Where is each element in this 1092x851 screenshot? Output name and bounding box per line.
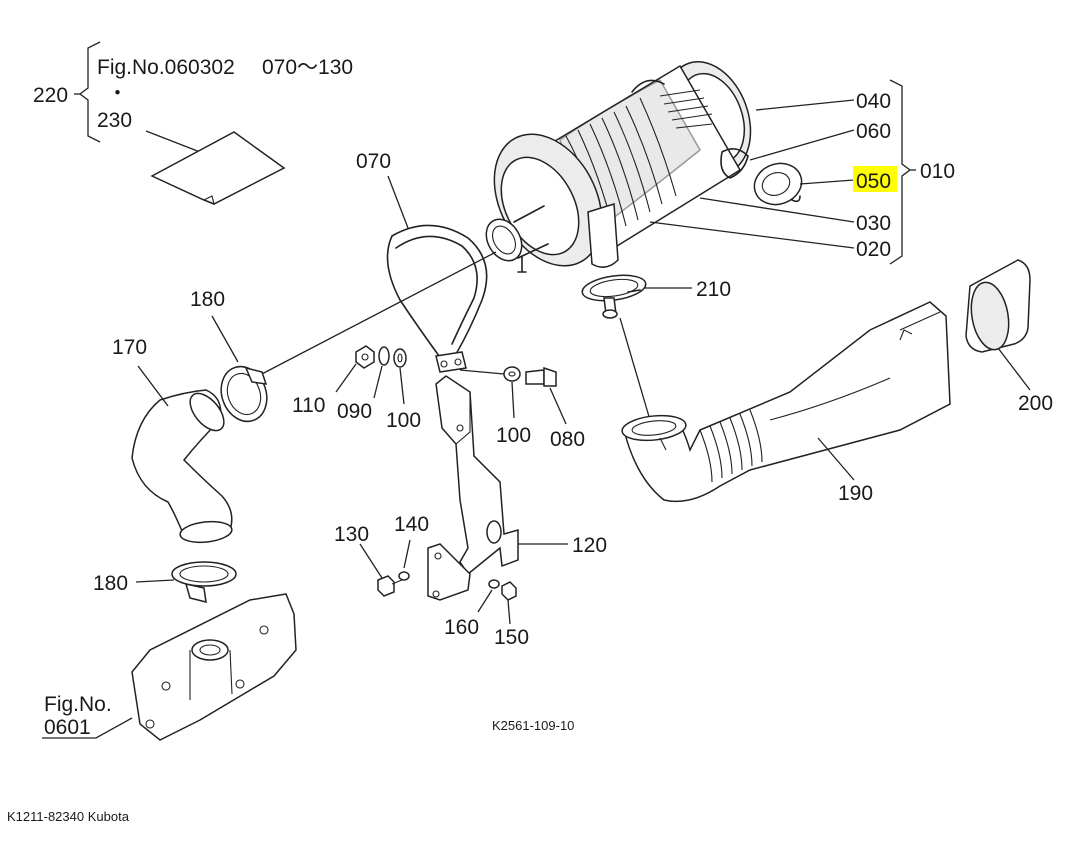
bolt-080[interactable] xyxy=(525,366,557,387)
label-200[interactable]: 200 xyxy=(1018,392,1053,415)
label-140[interactable]: 140 xyxy=(394,513,429,536)
washer-160[interactable] xyxy=(488,579,500,589)
highlight-050 xyxy=(853,166,897,192)
label-060[interactable]: 060 xyxy=(856,120,891,143)
footer-part-number: K1211-82340 Kubota xyxy=(7,809,130,824)
hose-clamp-210[interactable] xyxy=(581,272,648,319)
label-080[interactable]: 080 xyxy=(550,428,585,451)
intake-manifold xyxy=(131,593,297,741)
label-180-a[interactable]: 180 xyxy=(190,288,225,311)
bolt-150[interactable] xyxy=(501,581,517,601)
intake-pipe-190[interactable] xyxy=(621,301,951,503)
fig-ref-range: 070～130 xyxy=(262,56,353,79)
label-100-b[interactable]: 100 xyxy=(496,424,531,447)
fig-ref-060302[interactable]: Fig.No.060302 xyxy=(97,56,235,79)
label-210[interactable]: 210 xyxy=(696,278,731,301)
fig-reference-group: 220 Fig.No.060302 070～130 ・ 230 xyxy=(33,41,353,205)
pipe-cap-200[interactable] xyxy=(965,259,1031,353)
fig-ref-dot: ・ xyxy=(107,82,128,105)
label-190[interactable]: 190 xyxy=(838,482,873,505)
label-020[interactable]: 020 xyxy=(856,238,891,261)
label-040[interactable]: 040 xyxy=(856,90,891,113)
label-070[interactable]: 070 xyxy=(356,150,391,173)
bolt-130[interactable] xyxy=(377,575,403,597)
fig-ref-0601-line1[interactable]: Fig.No. xyxy=(44,693,112,716)
label-090[interactable]: 090 xyxy=(337,400,372,423)
label-220[interactable]: 220 xyxy=(33,84,68,107)
decal-sheet[interactable] xyxy=(150,131,286,205)
washer-100-right[interactable] xyxy=(503,366,521,382)
label-230[interactable]: 230 xyxy=(97,109,132,132)
air-cleaner-assembly[interactable] xyxy=(473,50,766,285)
elbow-hose-170[interactable] xyxy=(131,387,233,544)
fig-ref-0601-line2[interactable]: 0601 xyxy=(44,716,91,739)
label-170[interactable]: 170 xyxy=(112,336,147,359)
drawing-code: K2561-109-10 xyxy=(492,718,574,733)
vacuator-valve-050[interactable] xyxy=(749,157,808,211)
label-160[interactable]: 160 xyxy=(444,616,479,639)
label-110[interactable]: 110 xyxy=(292,394,325,417)
nut-110[interactable] xyxy=(355,345,375,369)
label-100-a[interactable]: 100 xyxy=(386,409,421,432)
label-050[interactable]: 050 xyxy=(856,170,891,193)
bracket-120[interactable] xyxy=(427,375,519,601)
label-030[interactable]: 030 xyxy=(856,212,891,235)
label-010[interactable]: 010 xyxy=(920,160,955,183)
hose-clamp-180-top[interactable] xyxy=(214,360,274,428)
label-150[interactable]: 150 xyxy=(494,626,529,649)
label-130[interactable]: 130 xyxy=(334,523,369,546)
washer-100-left[interactable] xyxy=(393,348,407,368)
washer-090[interactable] xyxy=(378,346,390,366)
label-120[interactable]: 120 xyxy=(572,534,607,557)
washer-140[interactable] xyxy=(398,571,410,581)
band-070[interactable] xyxy=(386,224,488,373)
hose-clamp-180-bottom[interactable] xyxy=(171,561,237,603)
label-180-b[interactable]: 180 xyxy=(93,572,128,595)
